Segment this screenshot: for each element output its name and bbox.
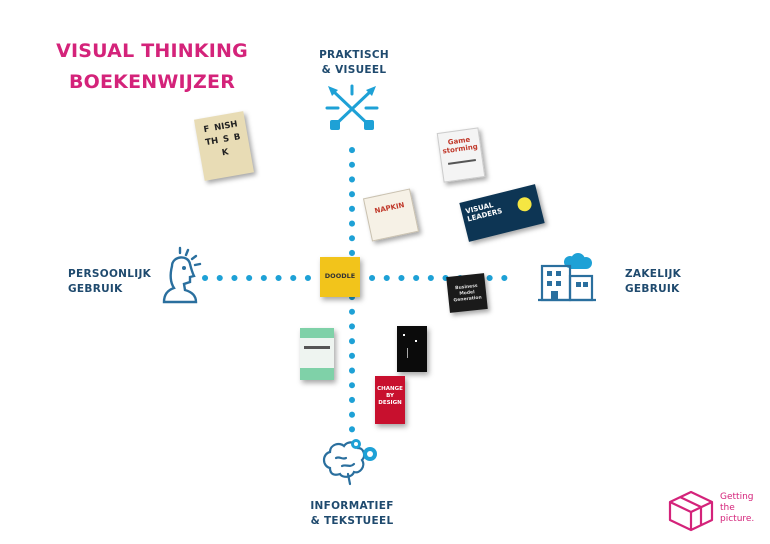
axis-label-top-line-2: & VISUEEL bbox=[321, 64, 387, 76]
axis-label-left-line-2: GEBRUIK bbox=[68, 283, 123, 295]
page-title: VISUAL THINKING BOEKENWIJZER bbox=[52, 36, 252, 98]
book-business-model-generation-title: Business Model Generation bbox=[453, 283, 482, 304]
book-change-by-design: CHANGE BY DESIGN bbox=[375, 376, 405, 424]
book-business-model-generation: Business Model Generation bbox=[446, 273, 488, 313]
axis-label-bottom-line-1: INFORMATIEF bbox=[310, 500, 394, 512]
book-finish-this-book-title: F NISH TH S B K bbox=[202, 119, 242, 159]
book-doodle-revolution: DOODLE bbox=[320, 257, 360, 297]
pencils-tools-icon bbox=[325, 84, 379, 130]
axis-label-right-line-1: ZAKELIJK bbox=[625, 268, 682, 280]
book-finish-this-book: F NISH TH S B K bbox=[193, 111, 255, 181]
axis-label-left: PERSOONLIJK GEBRUIK bbox=[68, 267, 151, 297]
logo-text-line-1: Getting bbox=[720, 492, 754, 502]
book-dark-stars bbox=[397, 326, 427, 372]
axis-label-right: ZAKELIJK GEBRUIK bbox=[625, 267, 681, 297]
axis-label-top: PRAKTISCH & VISUEEL bbox=[300, 48, 408, 78]
logo-text: Getting the picture. bbox=[720, 492, 754, 525]
book-gamestorming-title: Game storming bbox=[442, 135, 479, 156]
title-line-1: VISUAL THINKING bbox=[56, 40, 248, 62]
book-doodle-revolution-title: DOODLE bbox=[324, 272, 356, 280]
person-idea-icon bbox=[162, 246, 202, 304]
title-line-2: BOEKENWIJZER bbox=[68, 71, 236, 93]
logo-text-line-2: the bbox=[720, 503, 735, 513]
getting-the-picture-logo-icon bbox=[668, 490, 714, 532]
brain-gears-icon bbox=[322, 439, 377, 486]
book-gamestorming: Game storming bbox=[436, 127, 486, 183]
axis-label-right-line-2: GEBRUIK bbox=[625, 283, 680, 295]
axis-label-bottom-line-2: & TEKSTUEEL bbox=[310, 515, 394, 527]
axis-label-bottom: INFORMATIEF & TEKSTUEEL bbox=[292, 499, 412, 529]
book-green-pattern bbox=[300, 328, 334, 380]
axis-label-left-line-1: PERSOONLIJK bbox=[68, 268, 152, 280]
office-building-cloud-icon bbox=[538, 253, 596, 302]
book-change-by-design-title: CHANGE BY DESIGN bbox=[377, 386, 403, 406]
axis-label-top-line-1: PRAKTISCH bbox=[319, 49, 389, 61]
logo-text-line-3: picture. bbox=[720, 514, 755, 524]
